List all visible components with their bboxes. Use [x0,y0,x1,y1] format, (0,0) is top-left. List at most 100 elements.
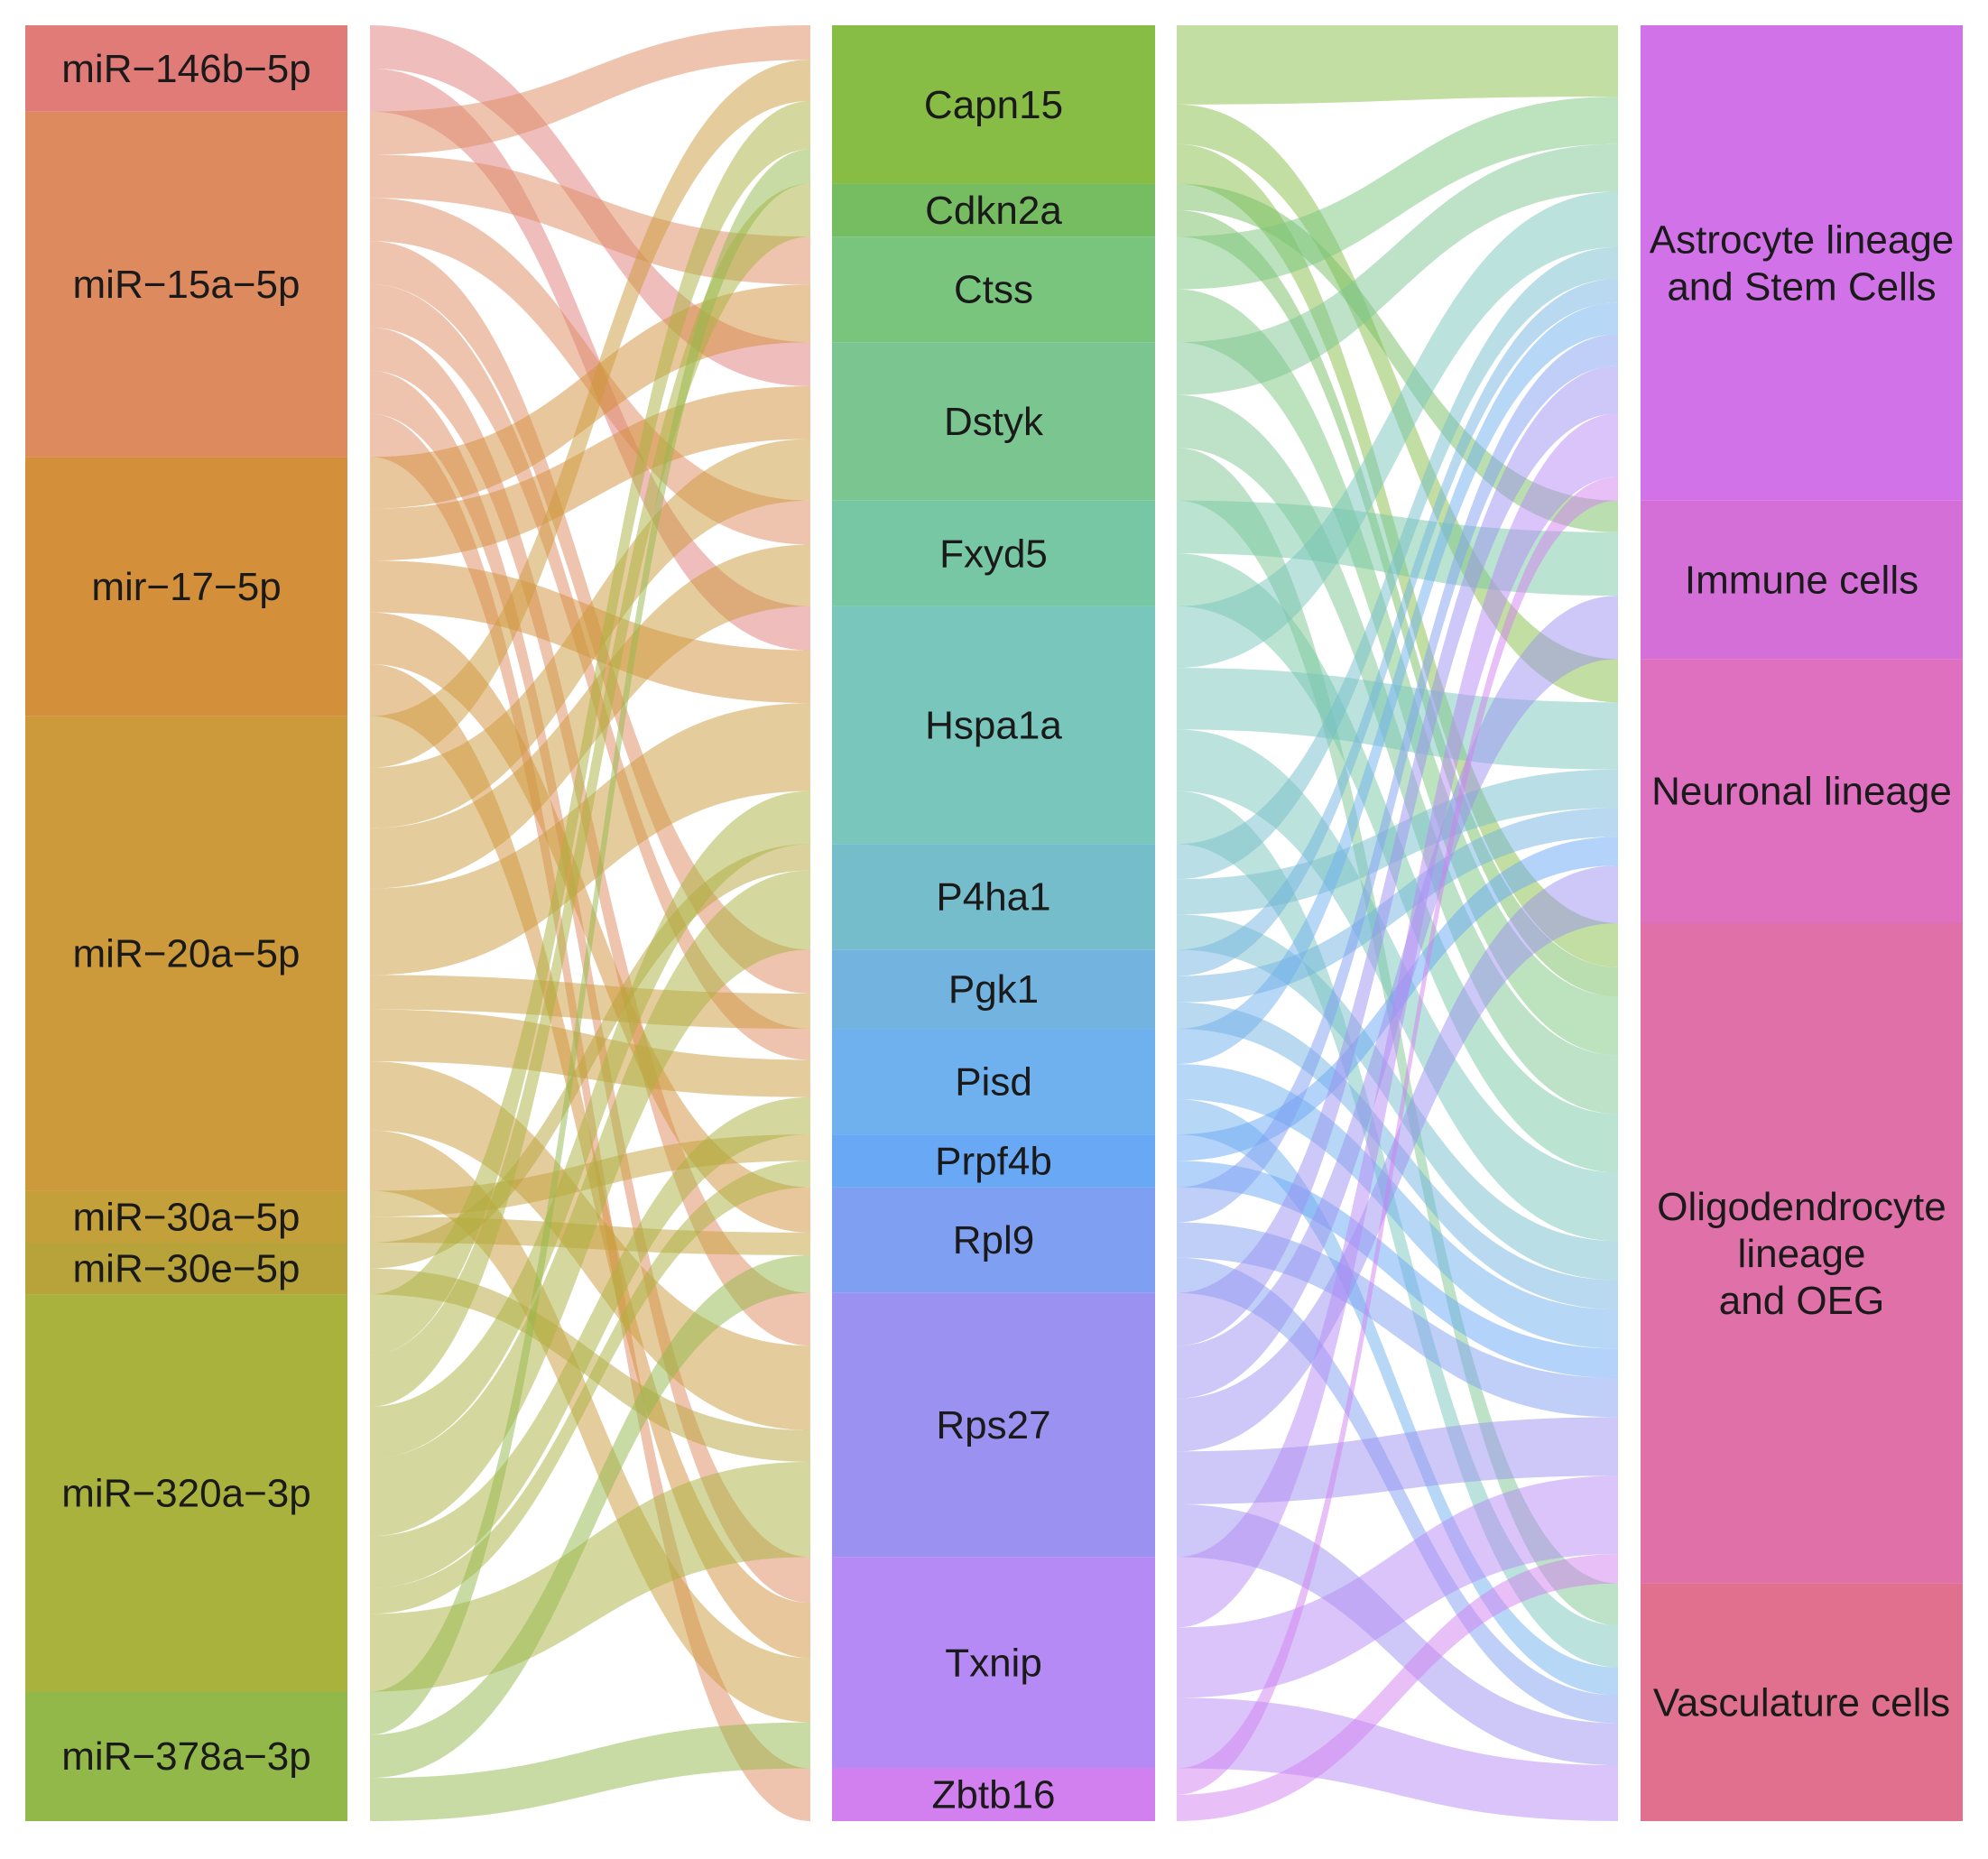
gene-label-dstyk: Dstyk [944,400,1044,444]
gene-label-rpl9: Rpl9 [953,1218,1035,1262]
gene-label-pgk1: Pgk1 [948,967,1039,1012]
mirna-node-mir-15a-5p [25,111,347,458]
celltype-label-immune-cells: Immune cells [1685,559,1919,603]
mirna-node-mir-378a-3p [25,1691,347,1821]
flow-txnip-to-astrocyte-lineage-and-stem-cells [1177,413,1618,1628]
gene-node-capn15 [832,25,1155,184]
gene-node-rpl9 [832,1187,1155,1293]
flow-mir-30e-5p-to-p4ha1 [370,844,810,1269]
gene-label-prpf4b: Prpf4b [935,1139,1052,1183]
flow-mir-378a-3p-to-txnip [370,1722,810,1821]
mirna-label-mir-20a-5p: miR−20a−5p [73,931,301,976]
flow-zbtb16-to-astrocyte-lineage-and-stem-cells [1177,476,1618,1795]
gene-label-p4ha1: P4ha1 [936,875,1050,920]
gene-label-capn15: Capn15 [924,83,1063,127]
mirna-label-mir-30a-5p: miR−30a−5p [73,1195,301,1239]
gene-node-dstyk [832,342,1155,501]
gene-label-rps27: Rps27 [936,1403,1050,1447]
gene-node-pisd [832,1029,1155,1135]
gene-label-cdkn2a: Cdkn2a [925,189,1062,233]
flow-mir-320a-3p-to-prpf4b [370,1161,810,1614]
flow-hspa1a-to-neuronal-lineage [1177,668,1618,770]
flow-rps27-to-vasculature-cells [1177,1503,1618,1766]
flow-zbtb16-to-oligodendrocyte-lineage-and-oeg [1177,1554,1618,1821]
flow-dstyk-to-astrocyte-lineage-and-stem-cells [1177,143,1618,395]
flow-mir-20a-5p-to-pgk1 [370,975,810,1030]
flow-mir-20a-5p-to-txnip [370,1130,810,1723]
gene-label-fxyd5: Fxyd5 [939,532,1048,576]
flow-mir-378a-3p-to-rpl9 [370,1254,810,1779]
gene-label-zbtb16: Zbtb16 [932,1773,1056,1817]
mirna-label-mir-320a-3p: miR−320a−3p [61,1471,310,1515]
gene-node-cdkn2a [832,183,1155,237]
mirna-node-mir-30a-5p [25,1190,347,1243]
flow-cdkn2a-to-immune-cells [1177,183,1618,532]
flow-mir-17-5p-to-dstyk [370,385,810,561]
flow-mir-320a-3p-to-capn15 [370,100,810,1355]
celltype-label-vasculature-cells: Vasculature cells [1653,1680,1950,1725]
gene-node-rps27 [832,1292,1155,1558]
mirna-node-mir-320a-3p [25,1294,347,1692]
flow-prpf4b-to-oligodendrocyte-lineage-and-oeg [1177,1161,1618,1379]
celltype-node-oligodendrocyte-lineage-and-oeg [1641,923,1963,1584]
celltype-node-astrocyte-lineage-and-stem-cells [1641,25,1963,501]
gene-label-pisd: Pisd [955,1060,1032,1105]
mirna-label-mir-30e-5p: miR−30e−5p [73,1247,301,1291]
gene-node-p4ha1 [832,844,1155,950]
flows-mirna-to-gene [370,25,810,1822]
node-columns: miR−146b−5pmiR−15a−5pmir−17−5pmiR−20a−5p… [25,25,1963,1821]
gene-node-zbtb16 [832,1768,1155,1821]
gene-node-pgk1 [832,949,1155,1030]
flow-mir-320a-3p-to-hspa1a [370,791,810,1459]
flow-mir-30e-5p-to-rps27 [370,1268,810,1462]
flow-mir-15a-5p-to-pisd [370,284,810,1060]
flow-pisd-to-vasculature-cells [1177,1099,1618,1696]
flow-p4ha1-to-oligodendrocyte-lineage-and-oeg [1177,914,1618,1281]
flow-pgk1-to-neuronal-lineage [1177,808,1618,1003]
flow-mir-320a-3p-to-p4ha1 [370,870,810,1537]
gene-label-hspa1a: Hspa1a [925,704,1062,748]
flow-rps27-to-neuronal-lineage [1177,865,1618,1452]
celltype-node-immune-cells [1641,500,1963,660]
mirna-node-mir-20a-5p [25,716,347,1191]
gene-node-txnip [832,1557,1155,1769]
flow-mir-320a-3p-to-pisd [370,1096,810,1588]
flow-capn15-to-astrocyte-lineage-and-stem-cells [1177,25,1618,105]
gene-label-ctss: Ctss [954,268,1033,312]
mirna-label-mir-15a-5p: miR−15a−5p [73,263,301,307]
flow-mir-320a-3p-to-rps27 [370,1462,810,1692]
celltype-label-neuronal-lineage: Neuronal lineage [1651,770,1952,814]
gene-node-hspa1a [832,606,1155,845]
flow-pgk1-to-astrocyte-lineage-and-stem-cells [1177,278,1618,976]
flow-hspa1a-to-astrocyte-lineage-and-stem-cells [1177,191,1618,669]
flow-mir-378a-3p-to-capn15 [370,149,810,1735]
celltype-node-neuronal-lineage [1641,659,1963,923]
flow-ctss-to-astrocyte-lineage-and-stem-cells [1177,97,1618,290]
mirna-node-mir-146b-5p [25,25,347,112]
flow-dstyk-to-oligodendrocyte-lineage-and-oeg [1177,394,1618,1114]
flow-rps27-to-astrocyte-lineage-and-stem-cells [1177,365,1618,1346]
flow-mir-320a-3p-to-cdkn2a [370,183,810,1407]
mirna-label-mir-146b-5p: miR−146b−5p [61,47,310,91]
flow-rpl9-to-vasculature-cells [1177,1257,1618,1724]
flow-mir-17-5p-to-txnip [370,663,810,1659]
mirna-node-mir-30e-5p [25,1242,347,1295]
flow-cdkn2a-to-oligodendrocyte-lineage-and-oeg [1177,209,1618,997]
flow-pisd-to-astrocyte-lineage-and-stem-cells [1177,302,1618,1065]
flow-mir-20a-5p-to-dstyk [370,439,810,828]
gene-node-fxyd5 [832,500,1155,606]
gene-label-txnip: Txnip [945,1641,1042,1685]
flow-pisd-to-oligodendrocyte-lineage-and-oeg [1177,1064,1618,1349]
flow-hspa1a-to-vasculature-cells [1177,791,1618,1668]
flow-mir-20a-5p-to-hspa1a [370,703,810,976]
gene-node-prpf4b [832,1134,1155,1188]
flow-txnip-to-vasculature-cells [1177,1697,1618,1821]
gene-node-ctss [832,236,1155,343]
mirna-node-mir-17-5p [25,457,347,717]
flow-mir-20a-5p-to-capn15 [370,60,810,768]
flow-mir-15a-5p-to-capn15 [370,25,810,155]
mirna-label-mir-378a-3p: miR−378a−3p [61,1734,310,1779]
